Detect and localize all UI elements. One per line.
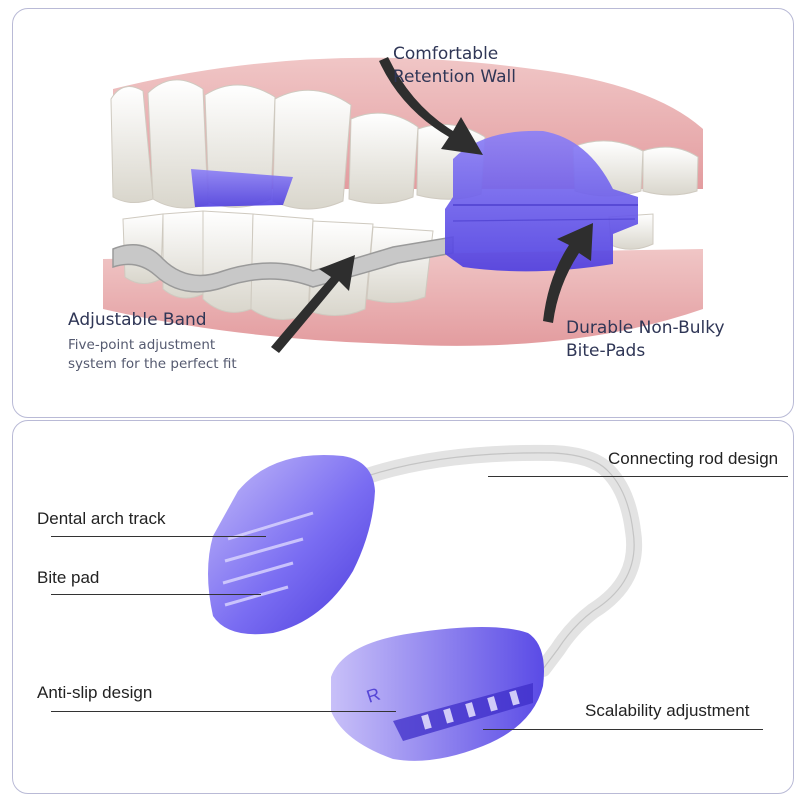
bite-pads-label: Durable Non-Bulky Bite-Pads — [566, 317, 725, 363]
pad-marker-text: R — [364, 684, 383, 707]
arrow-retention-icon — [379, 57, 483, 155]
connecting-rod-rule — [488, 476, 788, 478]
arrow-icons — [271, 57, 593, 353]
adjustable-band-desc-line2: system for the perfect fit — [68, 356, 237, 372]
bite-pads-line1: Durable Non-Bulky — [566, 318, 725, 338]
arrow-bitepad-icon — [543, 223, 593, 323]
device-diagram-panel: R Connecting rod design Dental arch trac… — [12, 420, 794, 794]
lower-bite-pad-shape — [331, 627, 544, 761]
bite-pads-line2: Bite-Pads — [566, 341, 646, 361]
anti-slip-rule — [51, 711, 396, 713]
scalability-rule — [483, 729, 763, 731]
retention-wall-label: Comfortable Retention Wall — [393, 43, 516, 89]
adjustable-band-desc-line1: Five-point adjustment — [68, 337, 216, 353]
anti-slip-label: Anti-slip design — [37, 683, 153, 702]
dental-arch-label: Dental arch track — [37, 509, 166, 528]
teeth-illustration — [103, 57, 703, 353]
retention-wall-line2: Retention Wall — [393, 67, 516, 87]
scalability-label: Scalability adjustment — [585, 701, 750, 720]
adjustable-band-label: Adjustable Band Five-point adjustment sy… — [68, 309, 237, 374]
retention-wall-line1: Comfortable — [393, 44, 499, 64]
arrow-band-icon — [271, 255, 355, 353]
connecting-rod-label: Connecting rod design — [608, 449, 779, 468]
bite-pad-label: Bite pad — [37, 568, 100, 587]
scalability-notches — [421, 690, 520, 730]
dental-illustration-panel: Comfortable Retention Wall Adjustable Ba… — [12, 8, 794, 418]
dental-arch-rule — [51, 536, 266, 538]
bite-pad-rule — [51, 594, 261, 596]
device-illustration: R — [208, 444, 643, 761]
front-bite-pad — [191, 169, 293, 207]
adjustable-band-title: Adjustable Band — [68, 310, 207, 330]
upper-bite-pad-shape — [208, 455, 375, 635]
